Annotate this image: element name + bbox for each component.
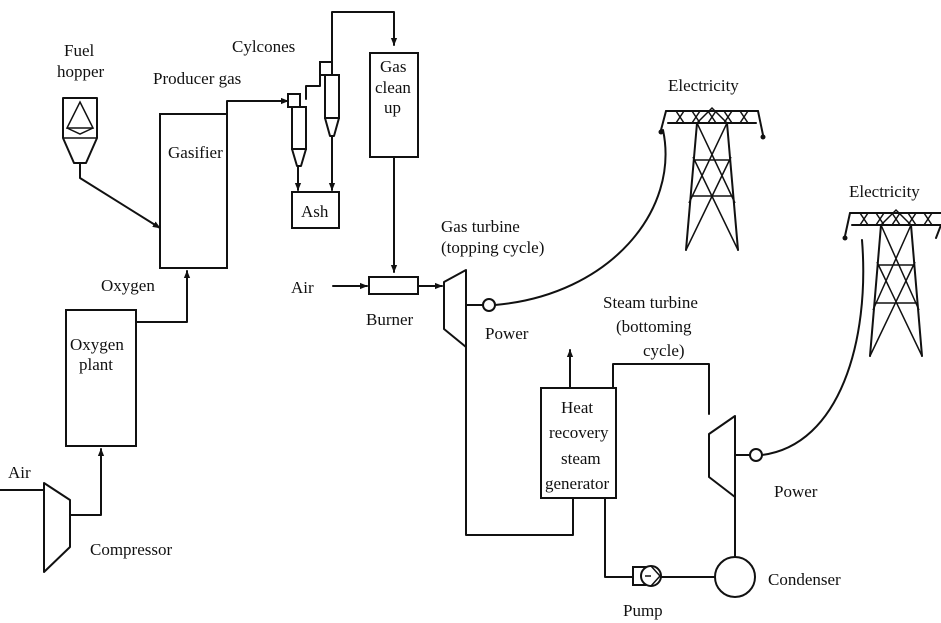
oxygen-plant-box (65, 309, 137, 447)
ash-box (291, 191, 340, 229)
compressor-to-oxygen-plant-line (69, 448, 105, 516)
producer-gas-line (226, 97, 289, 141)
compressor-label: Compressor (90, 540, 173, 559)
gasifier-box (159, 113, 228, 269)
oxygen-plant-label-line1: Oxygen (70, 335, 124, 354)
electricity-2-label: Electricity (849, 182, 920, 201)
hrsg-box (540, 387, 617, 499)
hrsg-label-line1: Heat (561, 398, 593, 417)
steam-turbine (708, 415, 736, 498)
steam-turbine-label-line1: Steam turbine (603, 293, 698, 312)
pump-icon (632, 565, 662, 587)
pump-label: Pump (623, 601, 663, 620)
power-2-label: Power (774, 482, 818, 501)
cyclone-1 (287, 93, 307, 167)
air-burner-label: Air (291, 278, 314, 297)
condenser-icon (714, 556, 756, 598)
gasifier-label: Gasifier (168, 143, 223, 162)
power-1-label: Power (485, 324, 529, 343)
compressor (43, 482, 71, 573)
transmission-tower-2-icon (842, 208, 941, 357)
power-2-cable (761, 239, 865, 456)
steam-turbine-label-line2: (bottoming (616, 317, 692, 336)
oxygen-label: Oxygen (101, 276, 155, 295)
cyclone-top-line (331, 11, 398, 63)
generator-2-icon (749, 448, 763, 462)
transmission-tower-1-icon (658, 106, 766, 251)
gas-turbine-label-line1: Gas turbine (441, 217, 520, 236)
gas-turbine (443, 269, 467, 348)
hrsg-label-line4: generator (545, 474, 610, 493)
burner-box (368, 276, 419, 295)
fuel-hopper-label-line1: Fuel (64, 41, 95, 60)
hrsg-label-line3: steam (561, 449, 601, 468)
oxygen-to-gasifier-line (135, 270, 191, 323)
gas-turbine-label-line2: (topping cycle) (441, 238, 544, 257)
gas-clean-up-label-line3: up (384, 98, 401, 117)
cyclone-link-line (305, 70, 321, 100)
condenser-label: Condenser (768, 570, 841, 589)
fuel-hopper (62, 97, 98, 164)
gas-clean-up-label-line1: Gas (380, 57, 406, 76)
steam-turbine-label-line3: cycle) (643, 341, 685, 360)
power-1-cable (494, 129, 667, 306)
turbine-exhaust-to-hrsg-line (465, 346, 574, 536)
hrsg-steam-line (612, 363, 710, 415)
pump-to-hrsg-line (604, 497, 634, 578)
burner-label: Burner (366, 310, 414, 329)
cyclone-2 (319, 61, 340, 137)
oxygen-plant-label-line2: plant (79, 355, 113, 374)
gas-clean-up-label-line2: clean (375, 78, 411, 97)
air-compressor-label: Air (8, 463, 31, 482)
ash-label: Ash (301, 202, 329, 221)
fuel-feed-line (79, 162, 161, 229)
electricity-1-label: Electricity (668, 76, 739, 95)
generator-1-icon (482, 298, 496, 312)
cylcones-label: Cylcones (232, 37, 295, 56)
hrsg-label-line2: recovery (549, 423, 609, 442)
gas-clean-up-box (369, 52, 419, 158)
producer-gas-label: Producer gas (153, 69, 241, 88)
fuel-hopper-label-line2: hopper (57, 62, 105, 81)
